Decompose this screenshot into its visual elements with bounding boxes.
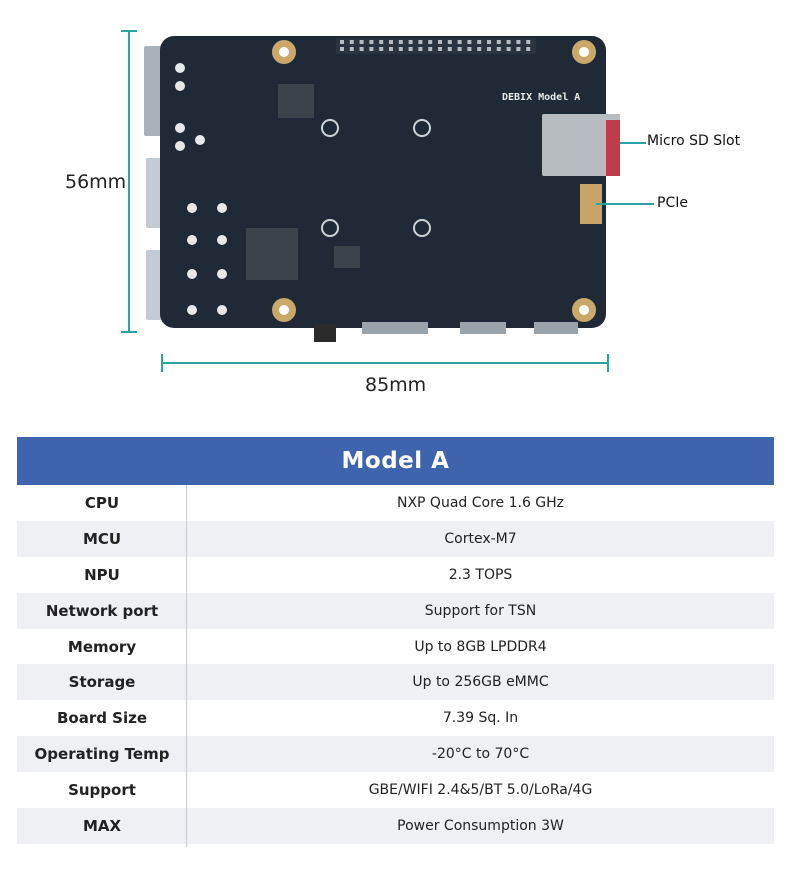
spec-row: Support GBE/WIFI 2.4&5/BT 5.0/LoRa/4G (17, 772, 774, 809)
spec-key: Storage (68, 673, 136, 692)
sd-slot-callout-line (620, 142, 646, 144)
spec-key: Board Size (56, 709, 148, 728)
spec-table-title: Model A (17, 437, 774, 485)
spec-value: Up to 8GB LPDDR4 (414, 638, 547, 655)
spec-table: Model A (17, 437, 774, 485)
spec-row: MAX Power Consumption 3W (17, 808, 774, 844)
height-dimension-cap-bottom (121, 331, 137, 333)
spec-value: 2.3 TOPS (448, 566, 513, 583)
spec-key: MAX (82, 816, 122, 835)
spec-value: -20°C to 70°C (431, 746, 530, 763)
spec-key: Support (68, 781, 136, 800)
sd-slot-callout-label: Micro SD Slot (647, 133, 741, 149)
board-figure: 56mm 85mm (0, 0, 790, 410)
pcie-callout-line (596, 203, 654, 205)
spec-key: Operating Temp (34, 745, 170, 764)
spec-row: Memory Up to 8GB LPDDR4 (17, 628, 774, 665)
spec-value: Power Consumption 3W (397, 817, 564, 834)
width-dimension-cap-right (607, 354, 609, 372)
spec-key: NPU (84, 565, 120, 584)
width-dimension-label: 85mm (365, 374, 427, 396)
pcie-callout-label: PCIe (657, 195, 688, 211)
spec-table-divider (186, 485, 187, 847)
spec-key: CPU (84, 493, 120, 512)
spec-key: Network port (45, 601, 159, 620)
height-dimension-line (128, 30, 130, 332)
spec-value: GBE/WIFI 2.4&5/BT 5.0/LoRa/4G (368, 782, 593, 799)
spec-key: MCU (82, 529, 122, 548)
spec-row: NPU 2.3 TOPS (17, 556, 774, 593)
spec-value: 7.39 Sq. In (442, 710, 519, 727)
spec-value: NXP Quad Core 1.6 GHz (396, 494, 565, 511)
height-dimension-label: 56mm (65, 171, 127, 193)
width-dimension-cap-left (161, 354, 163, 372)
debix-board-image: DEBIX Model A (144, 36, 620, 342)
spec-row: Operating Temp -20°C to 70°C (17, 736, 774, 773)
spec-row: Board Size 7.39 Sq. In (17, 700, 774, 737)
spec-key: Memory (67, 637, 137, 656)
width-dimension-line (162, 362, 608, 364)
spec-row: Storage Up to 256GB eMMC (17, 664, 774, 701)
spec-value: Up to 256GB eMMC (412, 674, 549, 691)
spec-row: CPU NXP Quad Core 1.6 GHz (17, 485, 774, 521)
spec-row: Network port Support for TSN (17, 592, 774, 629)
board-silkscreen-label: DEBIX Model A (502, 92, 580, 103)
spec-value: Cortex-M7 (444, 530, 517, 547)
spec-value: Support for TSN (424, 602, 537, 619)
spec-row: MCU Cortex-M7 (17, 520, 774, 557)
